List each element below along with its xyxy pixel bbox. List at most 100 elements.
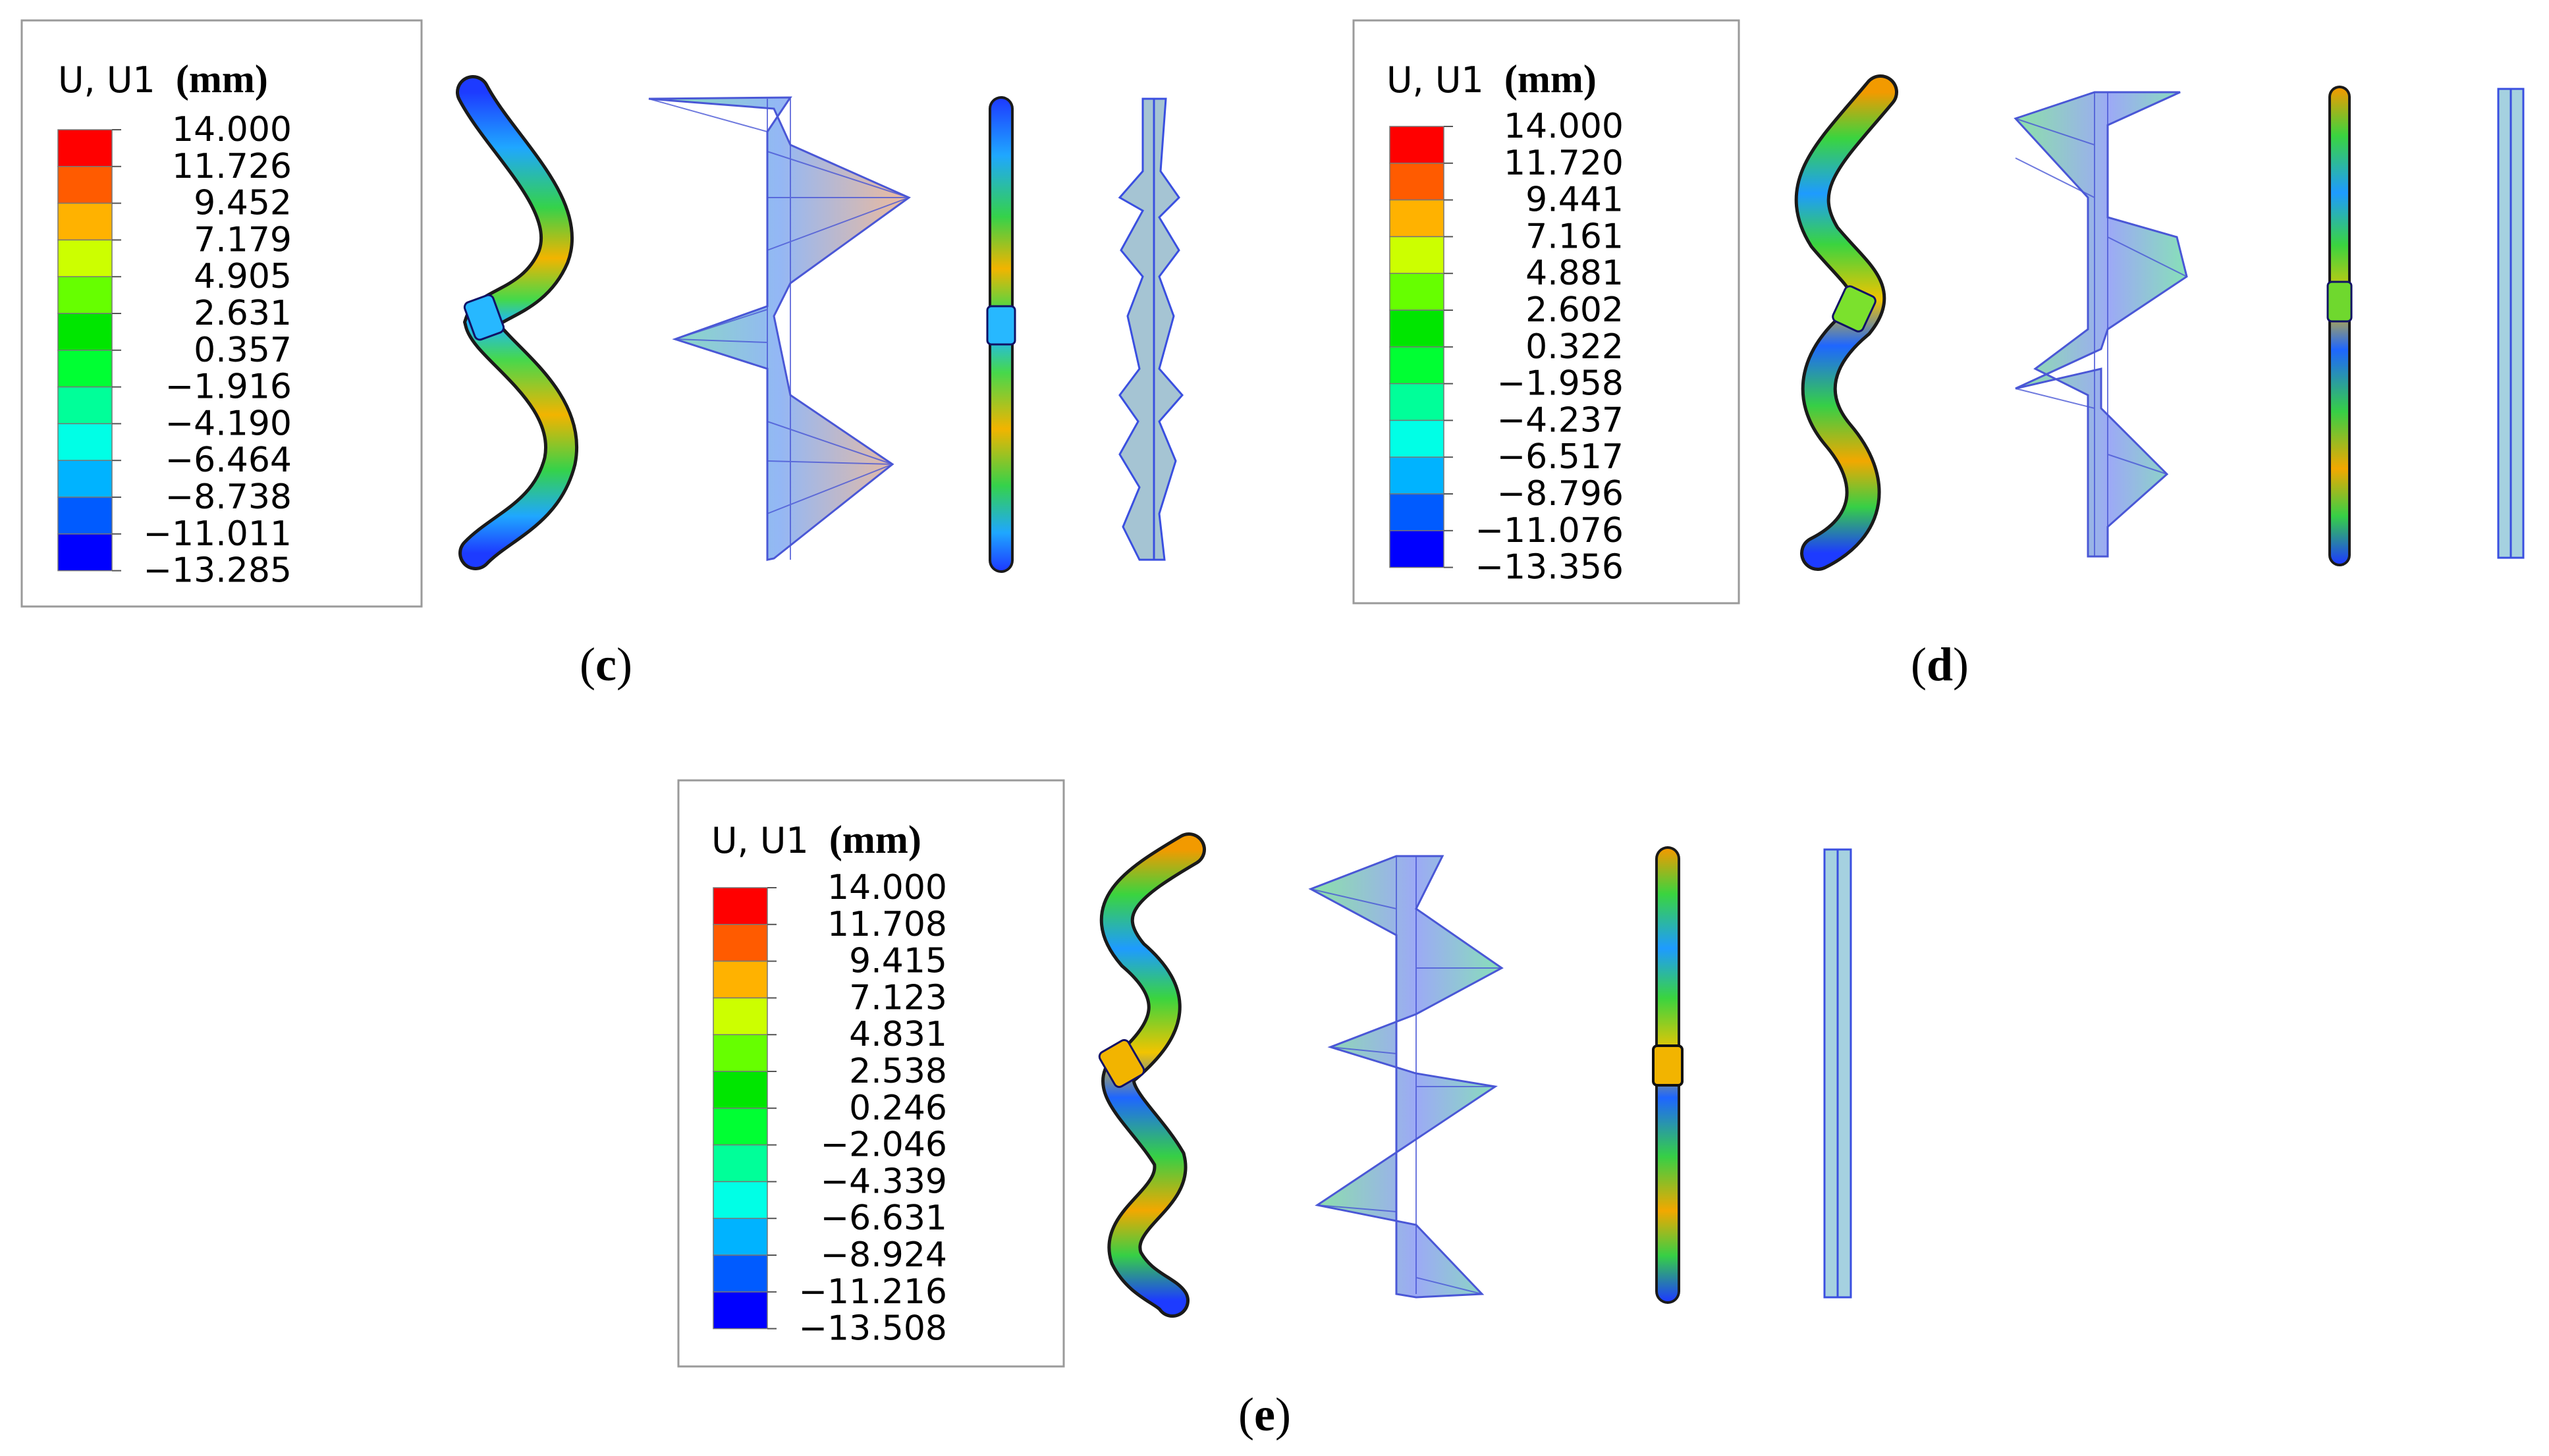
legend-value-2-5: 2.538 (849, 1052, 947, 1091)
legend-value-1-6: 0.322 (1525, 327, 1624, 367)
panel-c-caption: (c) (580, 638, 632, 691)
legend-value-1-7: −1.958 (1497, 364, 1624, 404)
colorbar-swatch-1-3 (1389, 236, 1444, 274)
legend-value-0-11: −11.011 (143, 514, 292, 554)
legend-box-e: U, U1 (mm) 14.00011.7089.4157.1234.8312.… (677, 779, 1065, 1368)
colorbar-swatch-0-4 (57, 276, 113, 314)
legend-variable-e: U, U1 (711, 820, 809, 861)
tube-3d-edge-e (1652, 846, 1684, 1304)
colorbar-swatch-2-7 (713, 1144, 768, 1183)
colorbar-swatch-1-10 (1389, 493, 1444, 531)
colorbar-swatch-0-0 (57, 129, 113, 167)
legend-value-0-12: −13.285 (143, 551, 292, 591)
colorbar-swatch-1-4 (1389, 273, 1444, 311)
colorbar-swatch-0-8 (57, 423, 113, 461)
mesh-edge-e (1823, 848, 1852, 1299)
legend-value-1-12: −13.356 (1475, 548, 1624, 587)
colorbar-swatch-2-6 (713, 1108, 768, 1146)
legend-value-1-11: −11.076 (1475, 511, 1624, 551)
legend-unit-d: (mm) (1504, 57, 1597, 101)
svg-text:U, U1 (mm): U, U1 (mm) (1386, 57, 1597, 101)
legend-value-0-6: 0.357 (194, 331, 292, 370)
colorbar-swatch-2-8 (713, 1181, 768, 1219)
panel-c: U, U1 (mm) 14.00011.7269.4527.1794.9052.… (20, 19, 1184, 608)
legend-value-1-2: 9.441 (1525, 180, 1624, 220)
mesh-deformed-d (2014, 91, 2188, 558)
colorbar-swatch-0-3 (57, 239, 113, 277)
colorbar-swatch-1-11 (1389, 530, 1444, 568)
colorbar-swatch-1-0 (1389, 126, 1444, 164)
colorbar-swatch-0-6 (57, 350, 113, 388)
legend-box-c: U, U1 (mm) 14.00011.7269.4527.1794.9052.… (20, 19, 423, 608)
legend-value-2-11: −11.216 (798, 1272, 947, 1312)
tube-3d-edge-d (2326, 86, 2353, 566)
legend-unit-c: (mm) (176, 57, 268, 101)
colorbar-swatch-0-1 (57, 166, 113, 204)
legend-colorbar-d (1389, 126, 1453, 568)
legend-values-c: 14.00011.7269.4527.1794.9052.6310.357−1.… (143, 110, 292, 591)
colorbar-swatch-2-4 (713, 1034, 768, 1072)
legend-value-2-8: −4.339 (821, 1162, 947, 1201)
colorbar-swatch-1-8 (1389, 419, 1444, 458)
legend-value-0-9: −6.464 (165, 441, 292, 480)
colorbar-swatch-0-10 (57, 497, 113, 535)
legend-value-1-5: 2.602 (1525, 290, 1624, 330)
tube-3d-edge-c (986, 96, 1016, 573)
legend-colorbar-e (713, 887, 777, 1330)
colorbar-swatch-2-1 (713, 924, 768, 962)
legend-value-2-12: −13.508 (798, 1309, 947, 1349)
legend-value-2-2: 9.415 (849, 942, 947, 981)
legend-value-0-4: 4.905 (194, 257, 292, 296)
colorbar-swatch-2-0 (713, 887, 768, 925)
colorbar-swatch-0-11 (57, 533, 113, 572)
tube-3d-deformed-e (1098, 832, 1206, 1318)
tube-3d-deformed-d (1794, 74, 1898, 571)
legend-value-2-1: 11.708 (827, 905, 947, 944)
colorbar-swatch-1-1 (1389, 163, 1444, 201)
svg-text:U, U1 (mm): U, U1 (mm) (58, 57, 268, 101)
legend-value-2-10: −8.924 (821, 1235, 947, 1275)
colorbar-swatch-2-10 (713, 1254, 768, 1293)
legend-value-2-9: −6.631 (821, 1199, 947, 1238)
colorbar-swatch-0-7 (57, 386, 113, 425)
legend-value-2-7: −2.046 (821, 1125, 947, 1165)
legend-value-1-8: −4.237 (1497, 400, 1624, 440)
colorbar-swatch-2-2 (713, 960, 768, 999)
tube-3d-deformed-c (456, 75, 578, 570)
legend-value-0-5: 2.631 (194, 294, 292, 333)
legend-value-0-3: 7.179 (194, 220, 292, 259)
legend-value-0-8: −4.190 (165, 404, 292, 443)
mesh-edge-c (1118, 97, 1184, 561)
colorbar-swatch-1-5 (1389, 310, 1444, 348)
colorbar-swatch-2-3 (713, 997, 768, 1035)
legend-value-0-2: 9.452 (194, 184, 292, 223)
legend-box-d: U, U1 (mm) 14.00011.7209.4417.1614.8812.… (1352, 19, 1740, 605)
legend-values-d: 14.00011.7209.4417.1614.8812.6020.322−1.… (1475, 107, 1624, 587)
colorbar-swatch-0-2 (57, 202, 113, 241)
panel-d-caption: (d) (1911, 638, 1969, 691)
mesh-edge-d (2497, 88, 2525, 559)
panel-e-caption: (e) (1238, 1388, 1291, 1441)
legend-value-1-10: −8.796 (1497, 474, 1624, 514)
colorbar-swatch-1-6 (1389, 346, 1444, 385)
legend-value-0-7: −1.916 (165, 367, 292, 407)
colorbar-swatch-1-2 (1389, 199, 1444, 238)
colorbar-swatch-2-9 (713, 1218, 768, 1256)
legend-value-2-3: 7.123 (849, 978, 947, 1017)
colorbar-swatch-2-11 (713, 1291, 768, 1330)
mesh-deformed-c (648, 96, 911, 561)
colorbar-swatch-0-5 (57, 313, 113, 351)
svg-text:U, U1 (mm): U, U1 (mm) (711, 818, 921, 861)
legend-value-1-0: 14.000 (1504, 107, 1624, 146)
legend-variable-d: U, U1 (1386, 59, 1484, 101)
mesh-deformed-e (1308, 855, 1504, 1299)
legend-value-2-4: 4.831 (849, 1015, 947, 1054)
colorbar-swatch-0-9 (57, 460, 113, 498)
colorbar-swatch-2-5 (713, 1071, 768, 1109)
colorbar-swatch-1-7 (1389, 383, 1444, 421)
legend-value-1-4: 4.881 (1525, 254, 1624, 293)
legend-value-1-9: −6.517 (1497, 437, 1624, 477)
legend-value-2-0: 14.000 (827, 868, 947, 907)
legend-unit-e: (mm) (829, 818, 921, 861)
legend-value-1-3: 7.161 (1525, 217, 1624, 256)
